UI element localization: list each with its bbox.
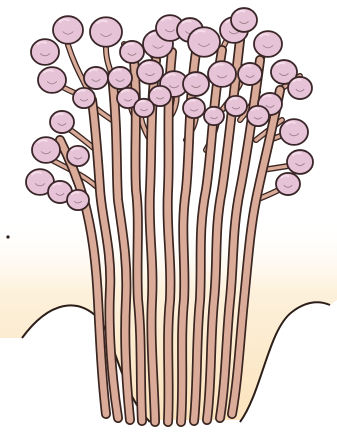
- cap: [276, 173, 300, 195]
- cap: [84, 67, 108, 89]
- cap: [50, 111, 74, 133]
- cap: [231, 8, 257, 32]
- speck-mark: [6, 235, 9, 238]
- stalk: [168, 52, 172, 422]
- cap: [73, 88, 95, 108]
- cap: [254, 31, 282, 57]
- cap: [204, 107, 224, 125]
- cap: [67, 146, 89, 166]
- cap: [32, 137, 60, 163]
- cap: [287, 150, 313, 174]
- cap: [288, 77, 312, 99]
- cap: [53, 16, 83, 44]
- cap: [247, 106, 269, 126]
- cap: [280, 119, 308, 145]
- cap: [137, 60, 163, 84]
- cap: [188, 27, 220, 56]
- cap: [134, 99, 154, 117]
- cap: [120, 41, 144, 63]
- cap: [208, 61, 236, 87]
- cap: [67, 190, 89, 210]
- cap: [90, 17, 122, 46]
- cap: [225, 96, 247, 116]
- cap: [238, 63, 262, 85]
- cap: [183, 98, 205, 118]
- cap: [31, 39, 59, 65]
- cap: [183, 72, 209, 96]
- cap: [108, 67, 132, 89]
- cap: [38, 67, 66, 93]
